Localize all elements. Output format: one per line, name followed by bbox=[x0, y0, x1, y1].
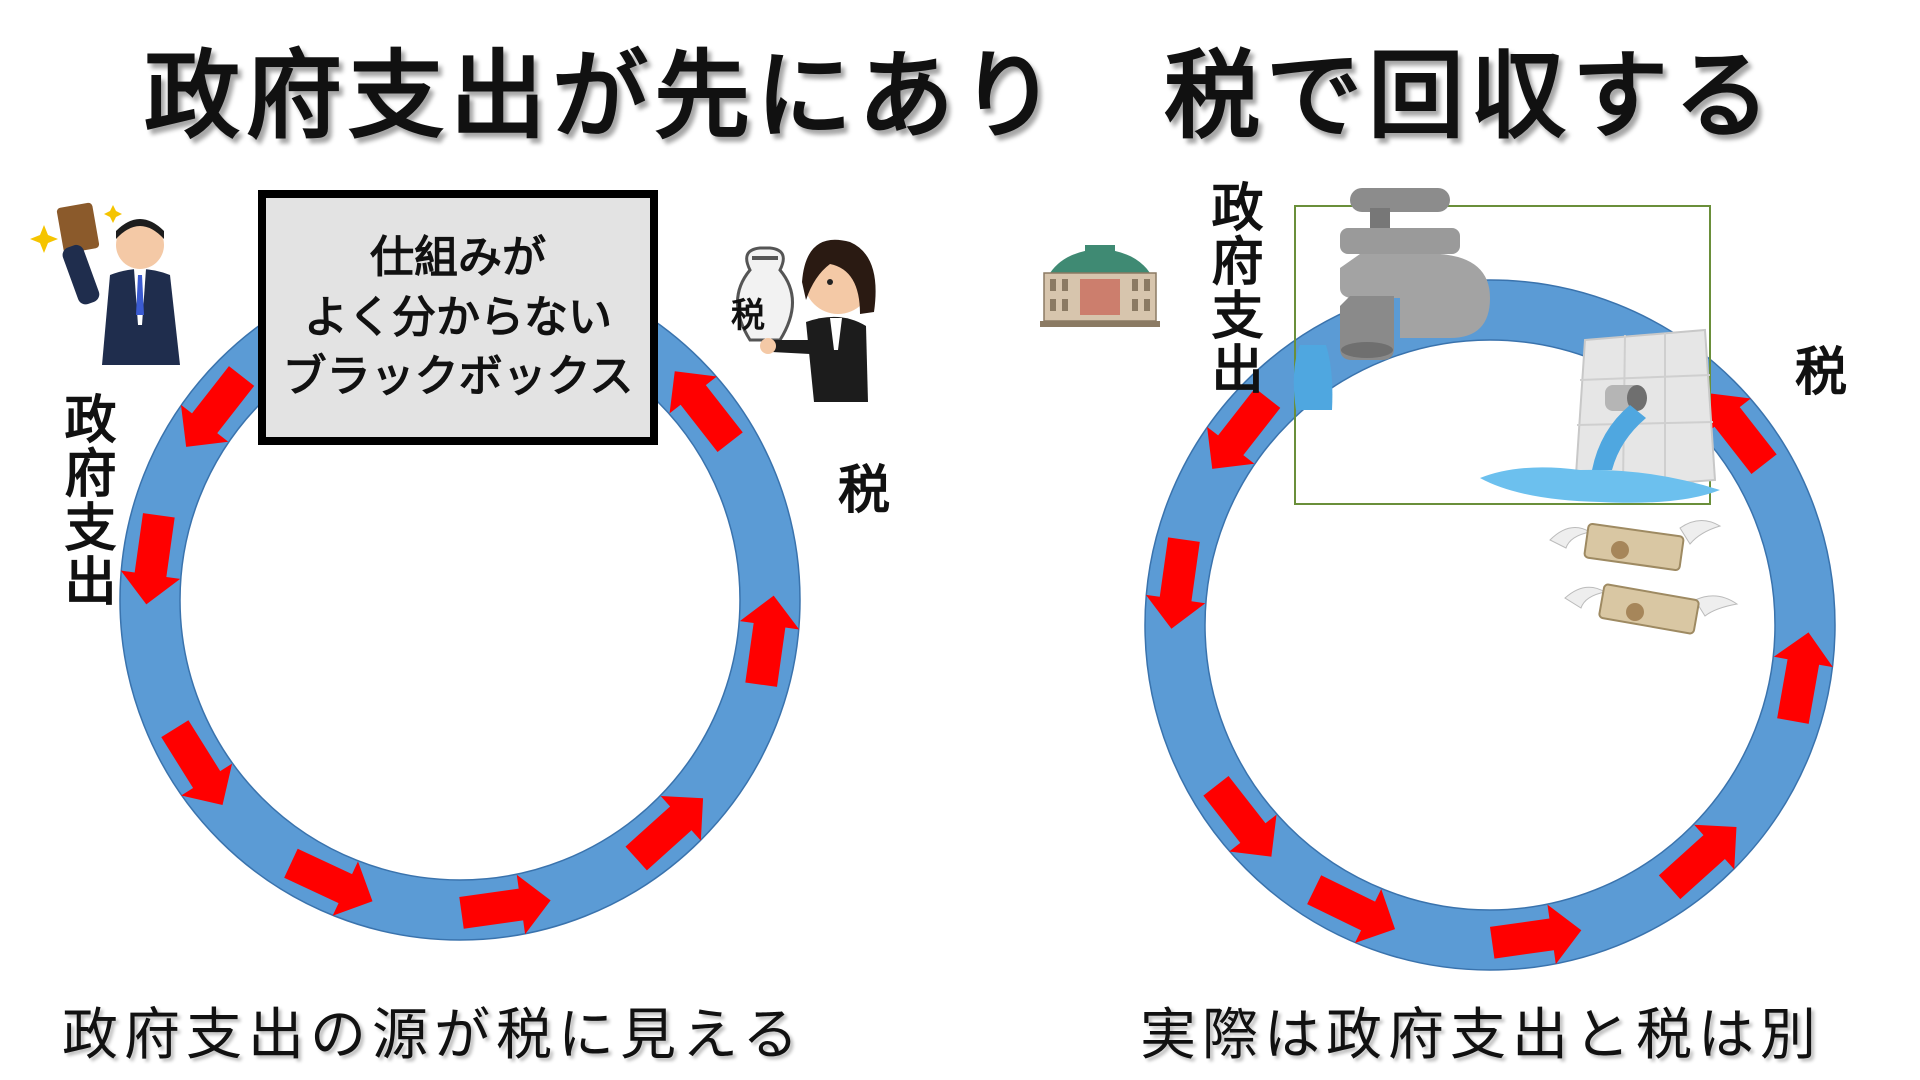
tax-bag-label: 税 bbox=[731, 296, 765, 336]
left-tax-label: 税 bbox=[838, 461, 891, 521]
faucet-frame bbox=[1294, 205, 1711, 505]
water-puddle bbox=[1480, 467, 1720, 503]
drain-water-stream bbox=[1592, 405, 1646, 470]
right-tax-label: 税 bbox=[1795, 343, 1848, 403]
faucet-icon bbox=[1340, 188, 1490, 360]
blackbox-line: よく分からない bbox=[304, 291, 612, 343]
black-box: 仕組みが よく分からない ブラックボックス bbox=[258, 190, 658, 445]
page-title: 政府支出が先にあり 税で回収する bbox=[144, 40, 1776, 152]
blackbox-line: ブラックボックス bbox=[282, 351, 634, 403]
left-caption: 政府支出の源が税に見える bbox=[62, 1003, 805, 1068]
flying-money-icon bbox=[1549, 520, 1722, 571]
person-paying-tax-icon bbox=[736, 239, 876, 402]
flying-money-icon bbox=[1564, 583, 1739, 635]
person-receiving-money-icon bbox=[30, 202, 180, 365]
central-bank-building-icon bbox=[1040, 245, 1160, 327]
blackbox-line: 仕組みが bbox=[370, 232, 546, 284]
right-spending-label: 政府支出 bbox=[1202, 180, 1262, 396]
faucet-water-stream bbox=[1293, 345, 1333, 410]
right-caption: 実際は政府支出と税は別 bbox=[1140, 1003, 1822, 1068]
left-spending-label: 政府支出 bbox=[55, 392, 115, 608]
